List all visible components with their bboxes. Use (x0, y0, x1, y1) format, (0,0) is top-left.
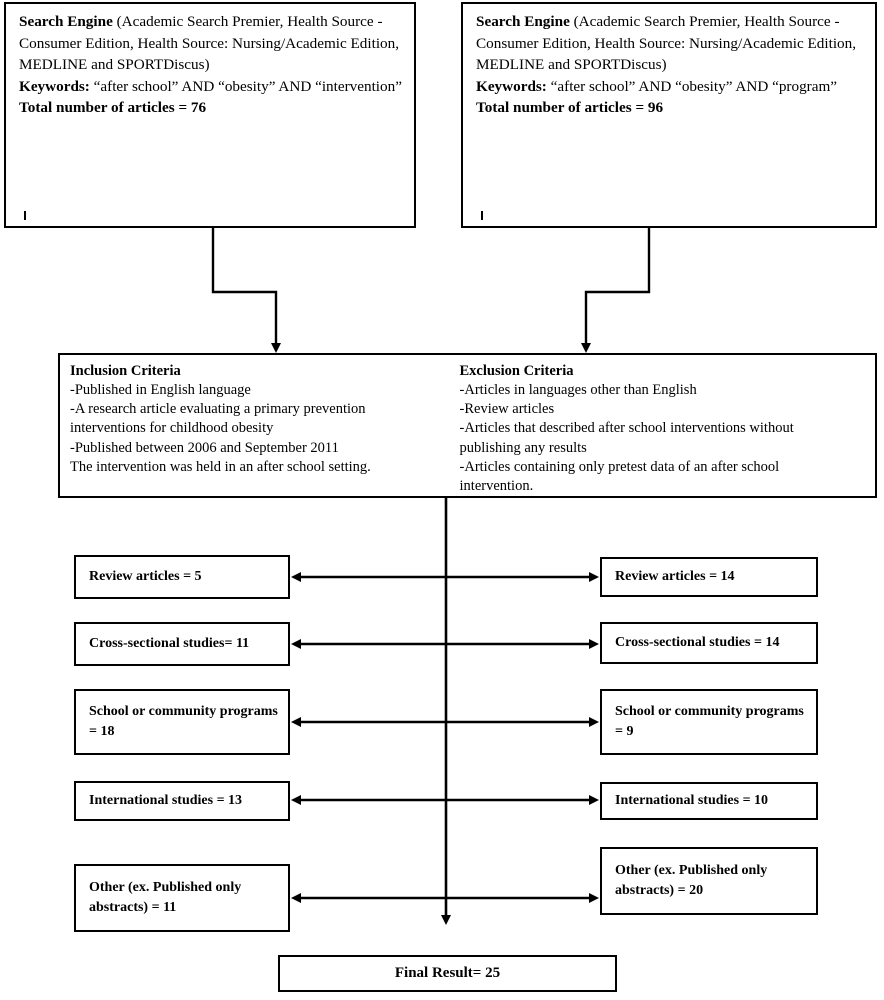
category-box-right-review-articles: Review articles = 14 (600, 557, 818, 597)
exclusion-criteria-title: Exclusion Criteria (459, 363, 574, 379)
search-engine-box-left: Search Engine (Academic Search Premier, … (4, 2, 416, 228)
category-box-right-cross-sectional: Cross-sectional studies = 14 (600, 622, 818, 664)
search-engine-left-title: Search Engine (19, 13, 113, 30)
inclusion-criteria-title: Inclusion Criteria (70, 363, 181, 379)
criteria-box: Inclusion Criteria -Published in English… (58, 353, 877, 498)
category-box-right-international: International studies = 10 (600, 782, 818, 820)
search-engine-right-keywords-label: Keywords: (476, 77, 547, 95)
exclusion-criteria-line: -Articles that described after school in… (459, 420, 794, 437)
exclusion-criteria-line: -Articles in languages other than Englis… (459, 382, 697, 399)
exclusion-criteria-line: -Articles containing only pretest data o… (459, 458, 780, 475)
search-engine-right-sources-line: Search Engine (Academic Search Premier, … (476, 11, 864, 76)
category-label: Other (ex. Published only abstracts) = 2… (615, 862, 768, 898)
category-label: School or community programs = 18 (89, 703, 278, 739)
final-result-box: Final Result= 25 (278, 955, 617, 992)
category-label: Review articles = 14 (615, 568, 735, 584)
category-label: International studies = 10 (615, 792, 769, 808)
inclusion-criteria-line: The intervention was held in an after sc… (70, 458, 371, 475)
category-label: Cross-sectional studies= 11 (89, 635, 250, 651)
inclusion-criteria-line: -Published between 2006 and September 20… (70, 439, 339, 456)
search-engine-left-body: Search Engine (Academic Search Premier, … (6, 4, 414, 119)
category-label: Other (ex. Published only abstracts) = 1… (89, 879, 242, 915)
search-engine-left-keywords-label: Keywords: (19, 77, 90, 95)
final-result-label: Final Result= 25 (394, 965, 501, 981)
search-engine-left-keywords-line: Keywords: “after school” AND “obesity” A… (19, 76, 403, 98)
search-engine-right-title: Search Engine (476, 13, 570, 30)
search-engine-left-total: Total number of articles = 76 (19, 99, 207, 117)
category-box-left-international: International studies = 13 (74, 781, 290, 821)
search-engine-right-keywords-line: Keywords: “after school” AND “obesity” A… (476, 76, 864, 98)
search-engine-left-sources-line: Search Engine (Academic Search Premier, … (19, 11, 403, 76)
exclusion-criteria-line: publishing any results (459, 439, 587, 456)
inclusion-criteria-line: -Published in English language (70, 382, 251, 399)
category-box-left-review-articles: Review articles = 5 (74, 555, 290, 599)
category-box-right-other: Other (ex. Published only abstracts) = 2… (600, 847, 818, 915)
inclusion-criteria-line: -A research article evaluating a primary… (70, 401, 366, 418)
connector-right-search-to-criteria (581, 228, 651, 353)
inclusion-criteria-column: Inclusion Criteria -Published in English… (70, 362, 460, 496)
exclusion-criteria-column: Exclusion Criteria -Articles in language… (460, 362, 869, 496)
category-label: Cross-sectional studies = 14 (615, 634, 780, 650)
category-box-left-cross-sectional: Cross-sectional studies= 11 (74, 622, 290, 666)
category-label: School or community programs = 9 (615, 703, 804, 739)
search-engine-right-total: Total number of articles = 96 (476, 99, 664, 117)
search-engine-right-body: Search Engine (Academic Search Premier, … (463, 4, 875, 119)
inclusion-criteria-line: interventions for childhood obesity (70, 420, 274, 437)
search-engine-box-right: Search Engine (Academic Search Premier, … (461, 2, 877, 228)
search-engine-right-keywords-value: “after school” AND “obesity” AND “progra… (546, 77, 838, 95)
search-engine-left-keywords-value: “after school” AND “obesity” AND “interv… (89, 77, 402, 95)
search-engine-left-sources: (Academic Search Premier, Health Source … (19, 13, 400, 74)
exclusion-criteria-line: -Review articles (459, 401, 555, 418)
category-label: International studies = 13 (89, 792, 243, 808)
tick-mark-icon (481, 211, 483, 220)
exclusion-criteria-line: intervention. (459, 477, 534, 494)
tick-mark-icon (24, 211, 26, 220)
search-engine-right-sources: (Academic Search Premier, Health Source … (476, 13, 857, 74)
category-box-left-other: Other (ex. Published only abstracts) = 1… (74, 864, 290, 932)
category-box-left-school-community: School or community programs = 18 (74, 689, 290, 755)
category-label: Review articles = 5 (89, 568, 202, 584)
connector-left-search-to-criteria (211, 228, 281, 353)
category-box-right-school-community: School or community programs = 9 (600, 689, 818, 755)
